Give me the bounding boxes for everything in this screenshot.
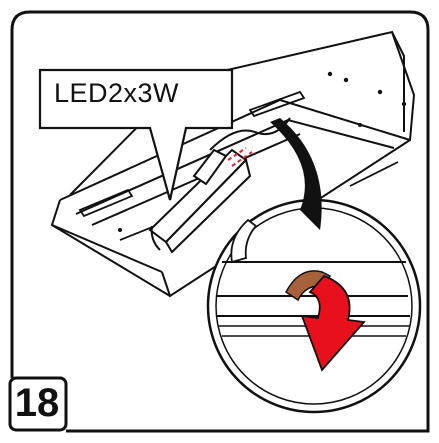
step-number: 18 bbox=[14, 381, 60, 425]
screw-holes bbox=[118, 71, 407, 232]
zoom-swoosh bbox=[270, 118, 322, 230]
zoom-wedge bbox=[230, 218, 258, 264]
callout-bubble bbox=[38, 68, 234, 201]
step-frame bbox=[10, 10, 430, 433]
led-panel bbox=[148, 148, 252, 254]
step-number-box bbox=[8, 376, 68, 432]
curved-red-arrow-icon bbox=[285, 270, 366, 372]
callout-label: LED2x3W bbox=[54, 78, 180, 108]
